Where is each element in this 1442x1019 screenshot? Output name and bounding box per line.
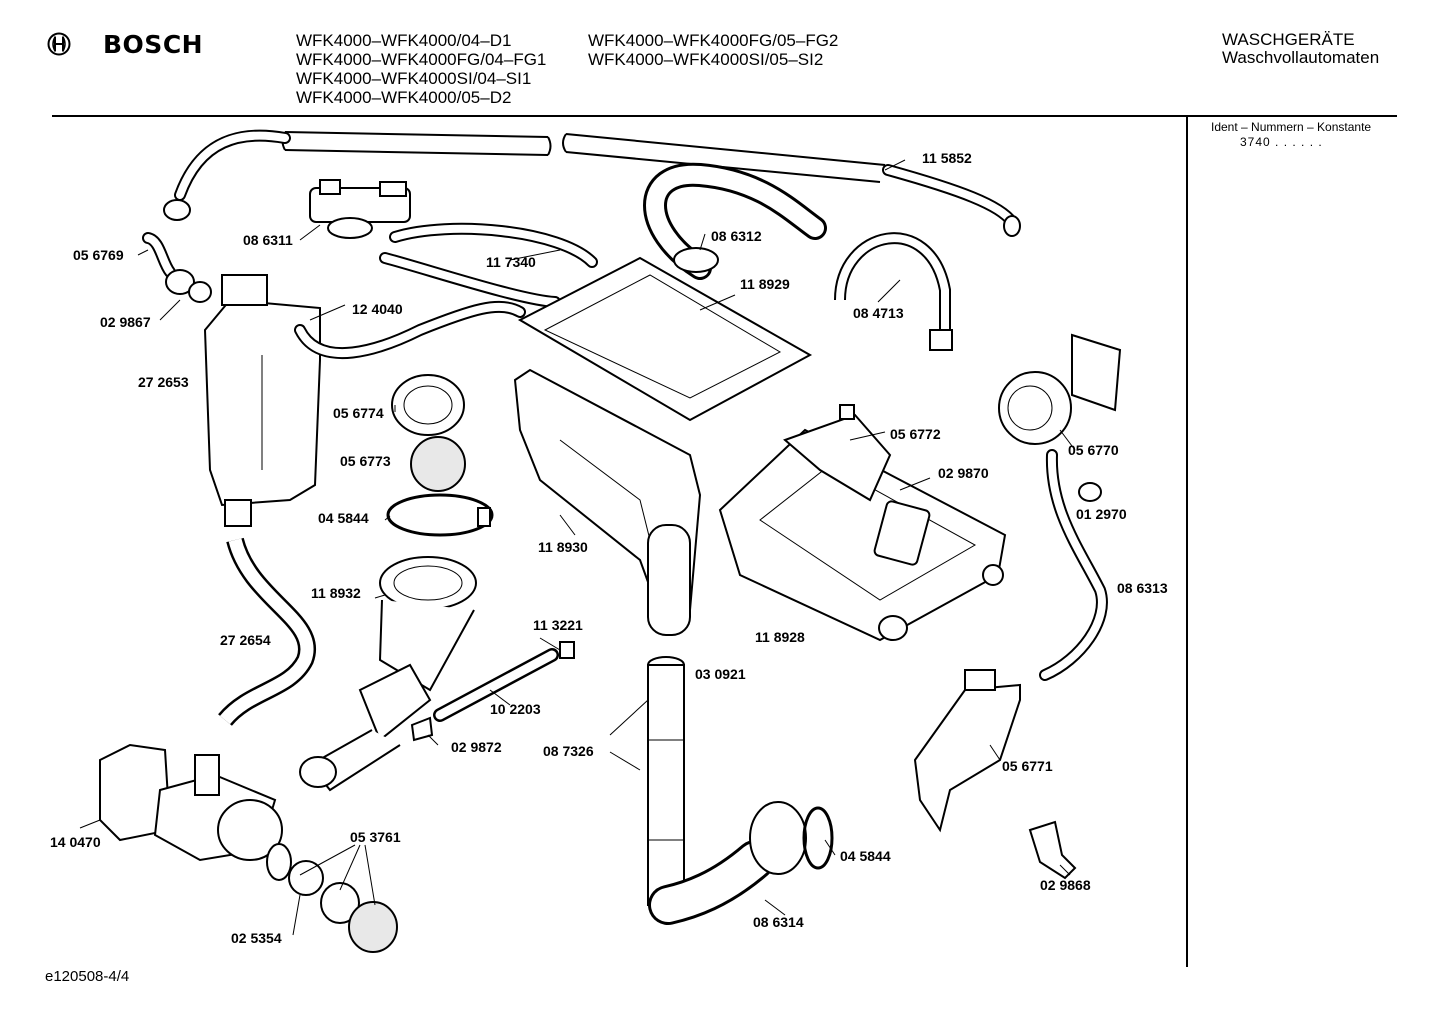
model-list-left: WFK4000–WFK4000/04–D1 WFK4000–WFK4000FG/… (296, 31, 546, 107)
ident-heading: Ident – Nummern – Konstante (1211, 120, 1372, 134)
exploded-parts-diagram: 11 5852 08 6311 08 6312 05 6769 11 7340 … (50, 129, 1168, 953)
part-label: 02 9870 (938, 465, 989, 481)
ball-056773 (410, 436, 466, 492)
leader-lines (79, 159, 1076, 936)
part-label: 05 6770 (1068, 442, 1119, 458)
part-label: 08 7326 (543, 743, 594, 759)
part-label: 27 2653 (138, 374, 189, 390)
model-entry: WFK4000–WFK4000/05–D2 (296, 88, 512, 107)
part-label: 01 2970 (1076, 506, 1127, 522)
drawing-layer (99, 129, 1122, 953)
part-label: 10 2203 (490, 701, 541, 717)
pressure-switch-shape (998, 371, 1072, 445)
part-label: 05 6769 (73, 247, 124, 263)
part-label: 05 6773 (340, 453, 391, 469)
sump-hose-drawing (299, 556, 477, 792)
valve-drawing (309, 179, 411, 239)
brand-name: BOSCH (103, 30, 204, 59)
dispenser-container-drawing (203, 274, 321, 527)
part-label: 11 5852 (922, 150, 972, 166)
part-label: 04 5844 (840, 848, 891, 864)
part-label: 02 9868 (1040, 877, 1091, 893)
part-label: 12 4040 (352, 301, 403, 317)
category-title: WASCHGERÄTE (1222, 30, 1355, 49)
category-block: WASCHGERÄTE Waschvollautomaten (1222, 31, 1379, 67)
header-divider (52, 115, 1397, 117)
part-label: 08 6314 (753, 914, 804, 930)
model-entry: WFK4000–WFK4000FG/04–FG1 (296, 50, 547, 69)
part-label: 11 7340 (486, 254, 536, 270)
part-label: 02 9872 (451, 739, 502, 755)
bosch-armature-icon (47, 32, 71, 56)
part-label: 11 8929 (740, 276, 790, 292)
part-label: 08 6313 (1117, 580, 1168, 596)
part-label: 08 6311 (243, 232, 293, 248)
category-subtitle: Waschvollautomaten (1222, 48, 1380, 67)
part-label: 11 8928 (755, 629, 805, 645)
part-label: 11 8930 (538, 539, 588, 555)
model-entry: WFK4000–WFK4000/04–D1 (296, 31, 512, 50)
part-label: 02 5354 (231, 930, 282, 946)
part-label: 14 0470 (50, 834, 101, 850)
inlet-hose-drawing (163, 129, 1021, 237)
model-entry: WFK4000–WFK4000FG/05–FG2 (588, 31, 839, 50)
part-label: 02 9867 (100, 314, 151, 330)
document-id: e120508-4/4 (45, 968, 130, 985)
part-label: 08 6312 (711, 228, 762, 244)
sidebar-divider (1186, 116, 1188, 967)
part-labels: 11 5852 08 6311 08 6312 05 6769 11 7340 … (50, 150, 1168, 946)
part-label: 11 8932 (311, 585, 361, 601)
part-label: 03 0921 (695, 666, 746, 682)
drain-pump-drawing (99, 743, 292, 881)
part-label: 08 4713 (853, 305, 904, 321)
model-list-right: WFK4000–WFK4000FG/05–FG2 WFK4000–WFK4000… (588, 31, 838, 69)
bosch-logo (47, 32, 71, 56)
part-label: 05 3761 (350, 829, 401, 845)
part-label: 05 6771 (1002, 758, 1053, 774)
part-label: 04 5844 (318, 510, 369, 526)
part-label: 05 6772 (890, 426, 941, 442)
dispenser-housing-drawing (513, 368, 702, 636)
part-label: 05 6774 (333, 405, 384, 421)
standpipe-drawing (647, 656, 685, 906)
detergent-drawer-drawing (718, 428, 1007, 642)
model-entry: WFK4000–WFK4000SI/05–SI2 (588, 50, 824, 69)
seal-056774 (391, 374, 465, 436)
part-label: 27 2654 (220, 632, 271, 648)
dispenser-lid-drawing (517, 256, 813, 422)
model-entry: WFK4000–WFK4000SI/04–SI1 (296, 69, 532, 88)
part-label: 11 3221 (533, 617, 583, 633)
ident-value: 3740 . . . . . . (1240, 135, 1323, 149)
